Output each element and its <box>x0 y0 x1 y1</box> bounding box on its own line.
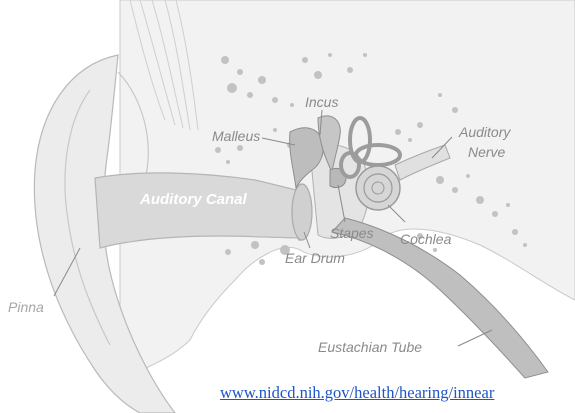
label-cochlea: Cochlea <box>400 231 452 247</box>
eustachian-tube-leader <box>458 330 492 346</box>
label-auditory-canal: Auditory Canal <box>139 191 248 208</box>
label-eustachian-tube: Eustachian Tube <box>318 339 422 355</box>
label-pinna: Pinna <box>8 299 44 315</box>
label-stapes: Stapes <box>330 225 374 241</box>
label-ear-drum: Ear Drum <box>285 250 345 266</box>
source-url-link[interactable]: www.nidcd.nih.gov/health/hearing/innear <box>220 383 494 403</box>
label-auditory-nerve-line1: Auditory <box>458 124 511 140</box>
cochlea-shape <box>356 166 400 210</box>
label-malleus: Malleus <box>212 128 260 144</box>
ear-drum-shape <box>292 184 312 240</box>
label-auditory-nerve-line2: Nerve <box>468 144 506 160</box>
auditory-canal-shape <box>95 173 304 248</box>
label-incus: Incus <box>305 94 338 110</box>
